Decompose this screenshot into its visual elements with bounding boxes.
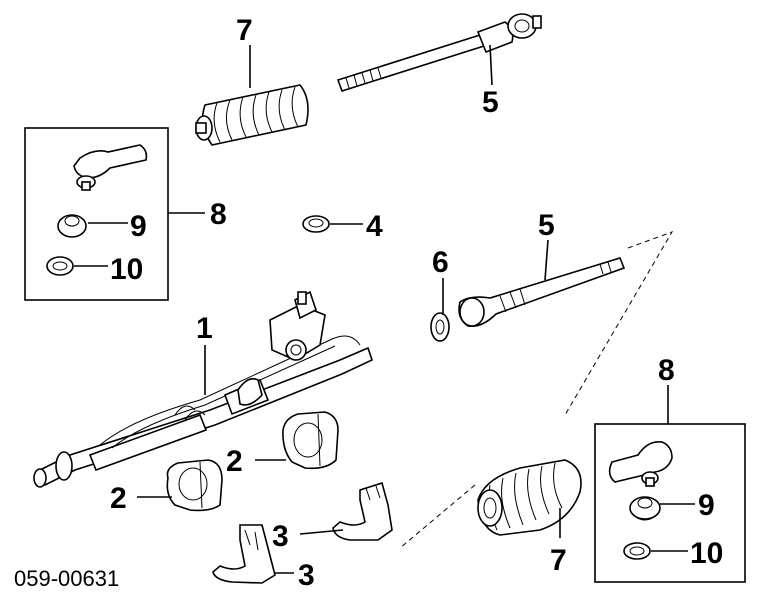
- tie-rod-end-kit-box-right: [594, 423, 746, 583]
- callout-5-middle: 5: [538, 209, 555, 242]
- callout-10-right: 10: [690, 537, 723, 570]
- callout-7-top: 7: [236, 14, 253, 47]
- tie-rod-end-kit-box-left: [24, 127, 169, 301]
- callout-8-left: 8: [210, 198, 227, 231]
- tie-rod-end-right: [608, 440, 673, 487]
- callout-3-lower: 3: [298, 559, 315, 592]
- callout-4: 4: [366, 210, 383, 243]
- bellows-boot-bottom: [477, 459, 582, 536]
- leader-lines: [74, 44, 695, 574]
- steering-rack-assembly: [33, 290, 373, 488]
- tie-rod-middle: [458, 257, 626, 328]
- boot-clamp: [430, 312, 450, 342]
- boot-9-right: [629, 496, 661, 521]
- callout-6: 6: [432, 246, 449, 279]
- callout-2-upper: 2: [226, 445, 243, 478]
- callout-3-upper: 3: [272, 520, 289, 553]
- dashed-guide-lines: [399, 231, 674, 549]
- drawing-code: 059-00631: [14, 566, 119, 591]
- callout-labels: 7 5 8 9 10 4 5 6 1 2 2 3 3 7 8 9 10: [110, 14, 723, 592]
- bushing-upper: [282, 411, 339, 470]
- callout-7-bottom: 7: [550, 544, 567, 577]
- clip-10-right: [623, 542, 651, 560]
- callout-10-left: 10: [110, 253, 143, 286]
- bellows-boot-top: [195, 84, 309, 146]
- boot-9-left: [57, 214, 87, 238]
- callout-9-right: 9: [698, 489, 715, 522]
- callout-8-right: 8: [658, 354, 675, 387]
- callout-2-lower: 2: [110, 482, 127, 515]
- bracket-upper: [332, 481, 393, 541]
- bushing-lower: [166, 459, 223, 512]
- callout-1: 1: [196, 312, 213, 345]
- callout-5-top: 5: [482, 86, 499, 119]
- callout-9-left: 9: [130, 210, 147, 243]
- lock-nut: [302, 215, 330, 233]
- tie-rod-top: [336, 13, 542, 92]
- bracket-lower: [212, 524, 276, 584]
- tie-rod-end-left: [73, 144, 148, 191]
- clip-10-left: [46, 256, 74, 276]
